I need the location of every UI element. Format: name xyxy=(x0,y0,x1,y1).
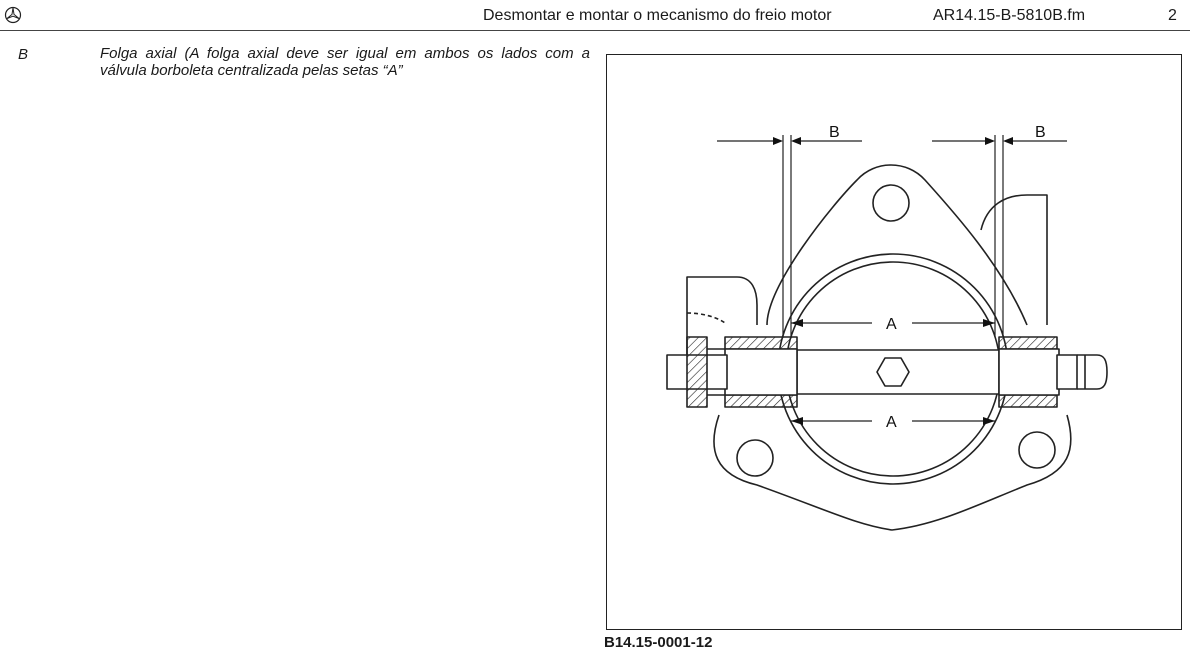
header-divider xyxy=(0,30,1190,31)
lower-flange xyxy=(713,414,1072,531)
figure-caption: B14.15-0001-12 xyxy=(604,634,713,651)
throttle-valve-diagram: B B A A xyxy=(666,124,1108,531)
dimension-label-b-left: B xyxy=(829,124,840,141)
lower-right-bolt-hole xyxy=(1018,431,1056,469)
document-title: Desmontar e montar o mecanismo do freio … xyxy=(483,7,832,24)
dimension-label-a-bottom: A xyxy=(886,414,897,431)
upper-flange xyxy=(766,164,1028,326)
dimension-label-a-top: A xyxy=(886,316,897,333)
left-boss xyxy=(686,276,758,325)
page-header: Desmontar e montar o mecanismo do freio … xyxy=(0,0,1190,30)
mercedes-star-icon xyxy=(4,6,22,24)
upper-bolt-hole xyxy=(872,184,910,222)
technical-illustration: B B A A xyxy=(606,54,1182,630)
legend-key: B xyxy=(18,46,29,63)
file-name: AR14.15-B-5810B.fm xyxy=(933,7,1086,24)
right-boss xyxy=(980,194,1048,325)
hex-nut xyxy=(876,357,910,387)
lower-left-bolt-hole xyxy=(736,439,774,477)
legend-description: Folga axial (A folga axial deve ser igua… xyxy=(100,45,590,79)
page-number: 2 xyxy=(1168,7,1177,24)
dimension-label-b-right: B xyxy=(1035,124,1046,141)
